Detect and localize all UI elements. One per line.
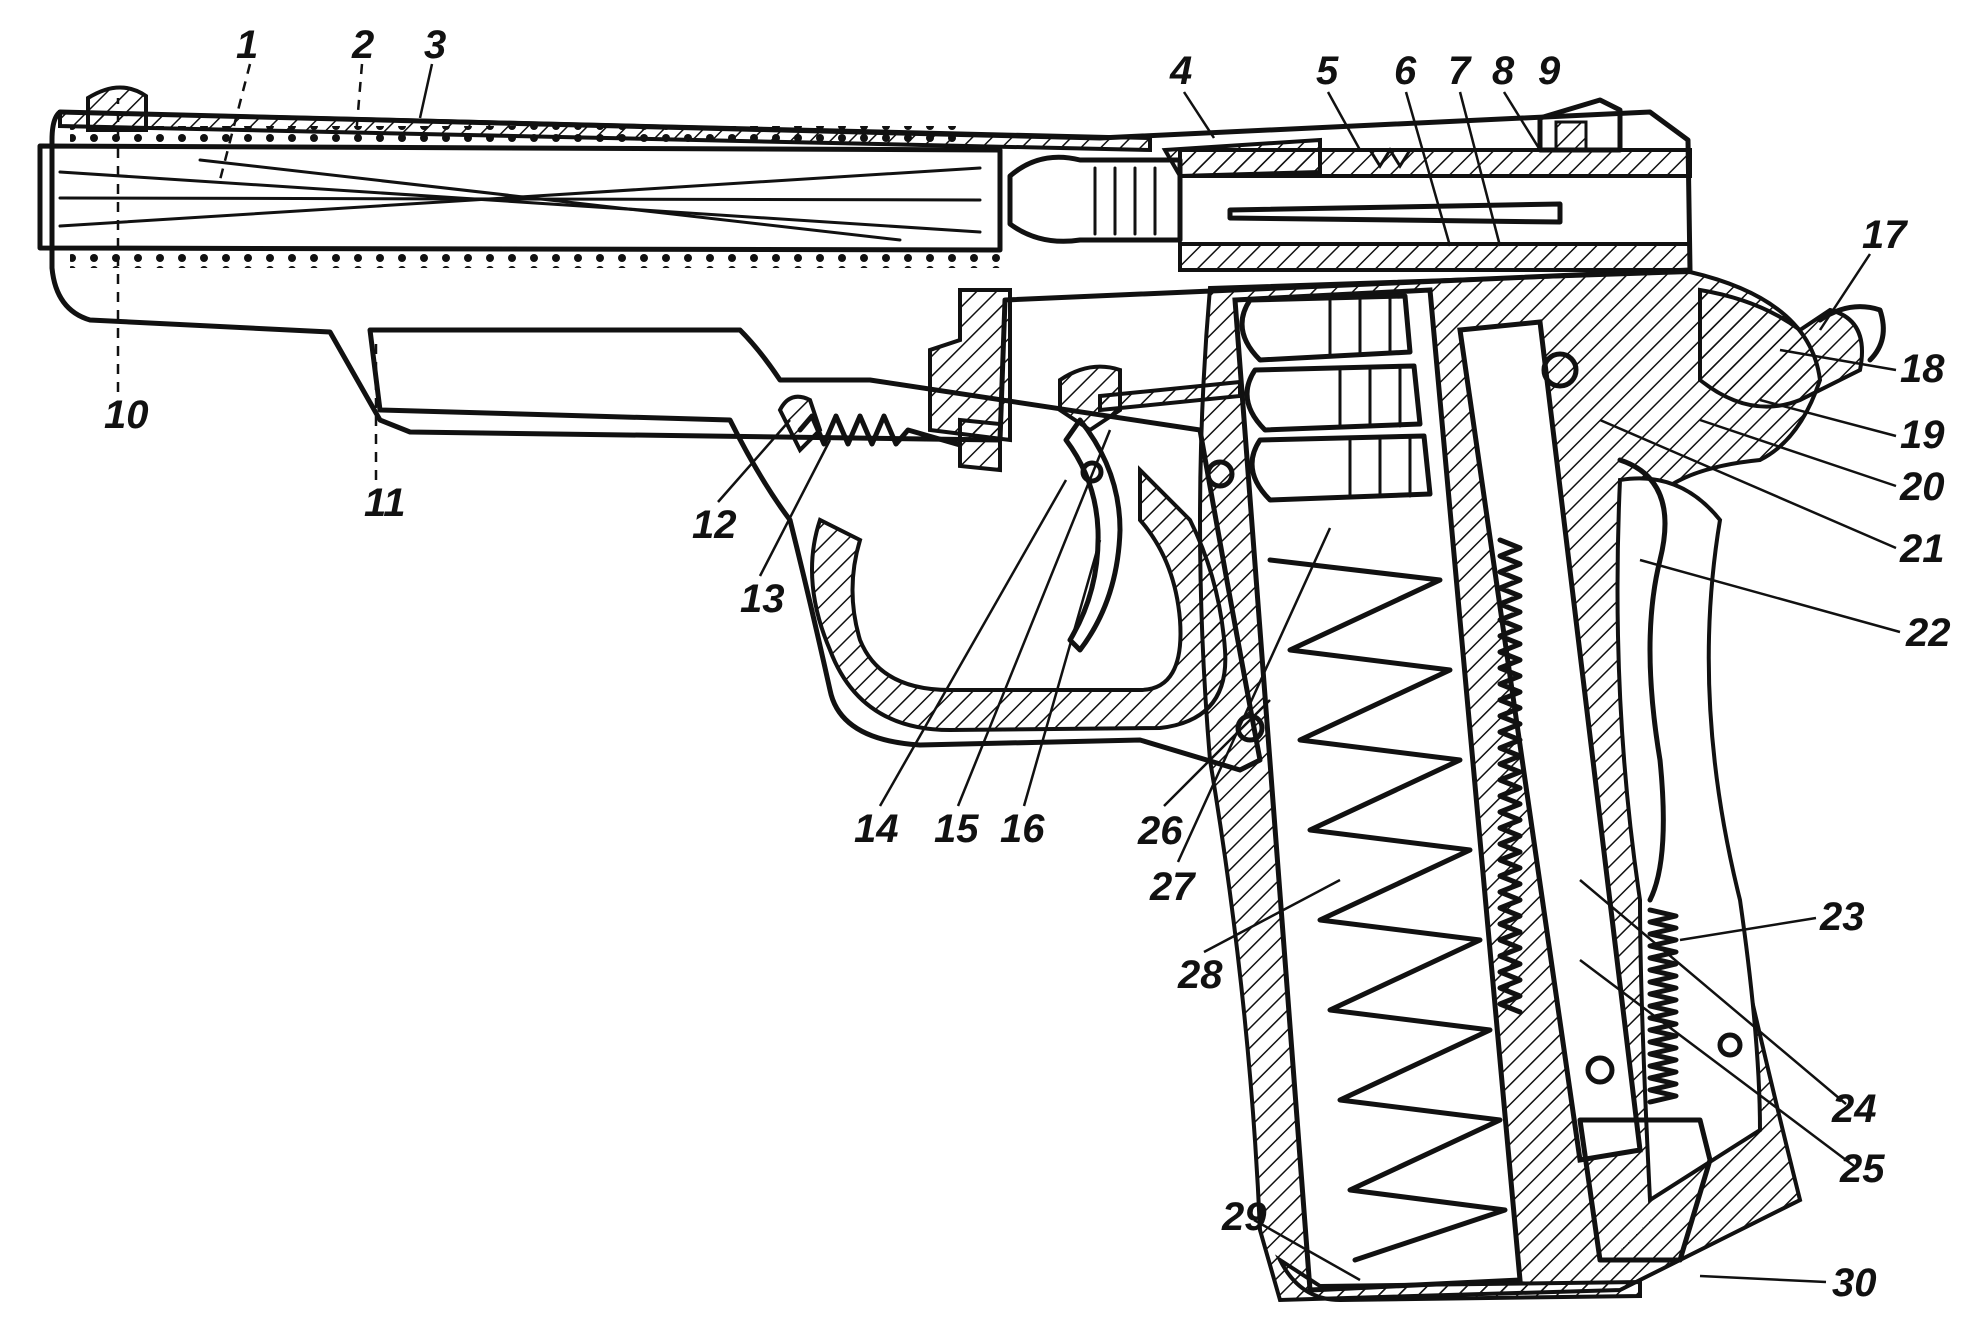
slide-hatch-top (58, 109, 1152, 153)
rear-sight (1537, 97, 1623, 153)
magazine-spring (1267, 557, 1508, 1263)
callout-8: 8 (1492, 49, 1515, 93)
magazine-body (1232, 287, 1523, 1293)
magazine-baseplate (1274, 1254, 1642, 1303)
hammer-strut (1617, 457, 1668, 903)
grip-spring (1647, 907, 1679, 1105)
callout-3: 3 (424, 23, 446, 67)
mainspring (1497, 537, 1523, 1015)
callout-29: 29 (1221, 1195, 1267, 1239)
callout-21: 21 (1899, 527, 1945, 571)
callout-11: 11 (364, 481, 406, 525)
callout-2: 2 (351, 23, 374, 67)
trigger[interactable] (1063, 417, 1123, 653)
cartridge-case-lines (1093, 166, 1157, 236)
callout-4: 4 (1169, 49, 1192, 93)
fire-selector[interactable] (1817, 304, 1886, 363)
frame-web (928, 288, 1012, 443)
callout-6: 6 (1394, 49, 1417, 93)
callout-20: 20 (1899, 465, 1945, 509)
rear-sight-insert (1554, 120, 1588, 152)
magazine-cartridges (1239, 293, 1433, 503)
firing-pin (1227, 201, 1563, 225)
sear-lever (1058, 364, 1122, 433)
magazine-pin (1585, 1055, 1615, 1085)
slide-stop-spring (1368, 147, 1412, 169)
breech-lower (1178, 242, 1692, 272)
extractor (1161, 137, 1322, 179)
callout-19: 19 (1900, 413, 1945, 457)
callout-5: 5 (1316, 49, 1339, 93)
callout-9: 9 (1538, 49, 1561, 93)
grip-group (1198, 269, 1886, 1303)
trigger-guard[interactable] (810, 465, 1228, 733)
takedown-spring (797, 413, 963, 448)
slide-barrel-group (37, 85, 1693, 443)
rifling-lines (58, 158, 982, 242)
chambered-cartridge (1007, 154, 1183, 244)
leader-lines (116, 63, 1901, 1284)
barrel (37, 143, 1003, 253)
callout-28: 28 (1177, 953, 1223, 997)
callout-23: 23 (1819, 895, 1865, 939)
callout-labels: 1 2 3 4 5 6 7 8 9 10 11 12 13 14 15 16 1… (104, 23, 1951, 1305)
callout-22: 22 (1905, 611, 1951, 655)
magazine-catch[interactable] (1577, 1117, 1713, 1263)
callout-10: 10 (104, 393, 149, 437)
mainspring-pin (1717, 1032, 1743, 1058)
callout-27: 27 (1149, 865, 1196, 909)
takedown-latch (777, 394, 823, 454)
trigger-pin (1080, 460, 1104, 484)
callout-30: 30 (1832, 1261, 1877, 1305)
mainspring-channel (1457, 319, 1643, 1163)
recoil-spring-bottom (70, 252, 1000, 268)
callout-7: 7 (1448, 49, 1472, 93)
callout-12: 12 (692, 503, 737, 547)
hammer[interactable] (1698, 287, 1864, 409)
callout-13: 13 (740, 577, 785, 621)
callout-18: 18 (1900, 347, 1945, 391)
callout-1: 1 (236, 23, 258, 67)
callout-16: 16 (1000, 807, 1045, 851)
callout-14: 14 (854, 807, 899, 851)
callout-26: 26 (1137, 809, 1183, 853)
callout-17: 17 (1862, 213, 1908, 257)
slide-stop (958, 417, 1002, 473)
callout-25: 25 (1839, 1147, 1885, 1191)
callout-15: 15 (934, 807, 979, 851)
frame-group (367, 288, 1265, 773)
hammer-pivot (1541, 351, 1579, 389)
callout-24: 24 (1831, 1087, 1877, 1131)
